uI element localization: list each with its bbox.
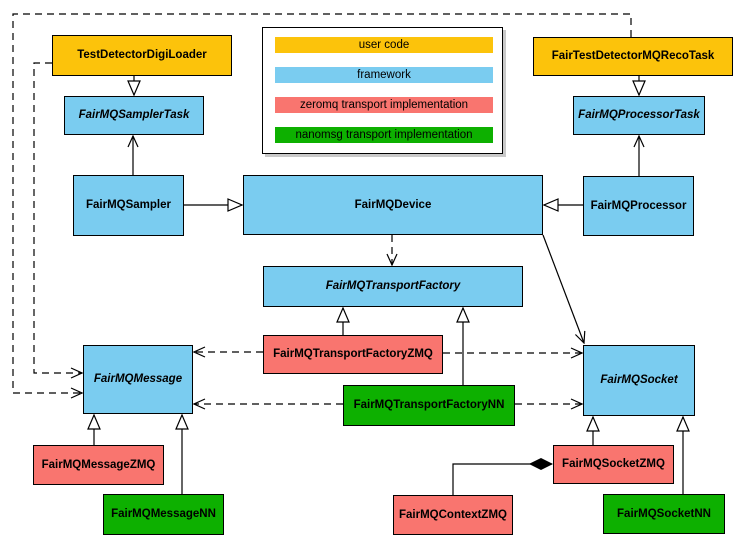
- edge-assoc-device-socket: [542, 234, 584, 343]
- class-fairmq-processor: FairMQProcessor: [583, 176, 694, 236]
- class-label: TestDetectorDigiLoader: [77, 49, 207, 62]
- class-fairmq-socket-zmq: FairMQSocketZMQ: [553, 445, 674, 484]
- class-test-detector-digi-loader: TestDetectorDigiLoader: [52, 35, 232, 76]
- class-fairmq-sampler-task: FairMQSamplerTask: [64, 96, 204, 135]
- legend-label: user code: [358, 39, 410, 51]
- legend-item-user-code: user code: [275, 37, 493, 53]
- edge-comp-contextzmq-socketzmq: [452, 464, 552, 495]
- legend-item-zeromq: zeromq transport implementation: [275, 97, 493, 113]
- legend: user code framework zeromq transport imp…: [262, 27, 503, 154]
- class-label: FairMQTransportFactoryNN: [353, 399, 505, 412]
- class-label: FairMQTransportFactoryZMQ: [273, 348, 433, 361]
- legend-item-framework: framework: [275, 67, 493, 83]
- class-label: FairMQSocketNN: [617, 507, 711, 520]
- class-fairmq-context-zmq: FairMQContextZMQ: [393, 495, 513, 535]
- class-fair-test-detector-mq-reco-task: FairTestDetectorMQRecoTask: [533, 37, 733, 76]
- class-fairmq-transport-factory-nn: FairMQTransportFactoryNN: [343, 385, 515, 426]
- legend-label: framework: [357, 69, 411, 81]
- class-fairmq-message-zmq: FairMQMessageZMQ: [33, 445, 164, 485]
- class-fairmq-transport-factory-zmq: FairMQTransportFactoryZMQ: [263, 335, 443, 374]
- class-fairmq-message: FairMQMessage: [83, 345, 193, 414]
- class-fairmq-socket-nn: FairMQSocketNN: [603, 494, 725, 534]
- class-label: FairMQDevice: [354, 198, 432, 211]
- class-label: FairMQSocket: [600, 374, 678, 387]
- class-fairmq-transport-factory: FairMQTransportFactory: [263, 266, 523, 307]
- class-fairmq-message-nn: FairMQMessageNN: [103, 494, 224, 535]
- class-fairmq-socket: FairMQSocket: [583, 345, 695, 416]
- class-fairmq-sampler: FairMQSampler: [73, 175, 184, 236]
- legend-item-nanomsg: nanomsg transport implementation: [275, 127, 493, 143]
- class-label: FairMQMessage: [93, 373, 183, 386]
- class-label: FairMQContextZMQ: [399, 508, 507, 521]
- class-label: FairMQSamplerTask: [78, 109, 190, 122]
- class-fairmq-processor-task: FairMQProcessorTask: [573, 96, 705, 135]
- class-label: FairMQMessageZMQ: [41, 458, 156, 471]
- class-label: FairMQMessageNN: [111, 508, 216, 521]
- class-label: FairMQProcessorTask: [578, 109, 700, 122]
- class-label: FairMQTransportFactory: [325, 280, 461, 293]
- legend-label: zeromq transport implementation: [299, 99, 469, 111]
- edge-dep-digiloader-message: [33, 62, 82, 373]
- class-fairmq-device: FairMQDevice: [243, 175, 543, 235]
- class-label: FairMQSampler: [86, 199, 171, 212]
- legend-label: nanomsg transport implementation: [295, 129, 473, 141]
- edge-dep-recotask-message: [12, 13, 632, 393]
- class-label: FairTestDetectorMQRecoTask: [551, 50, 715, 63]
- class-label: FairMQProcessor: [590, 199, 687, 212]
- class-label: FairMQSocketZMQ: [562, 458, 665, 471]
